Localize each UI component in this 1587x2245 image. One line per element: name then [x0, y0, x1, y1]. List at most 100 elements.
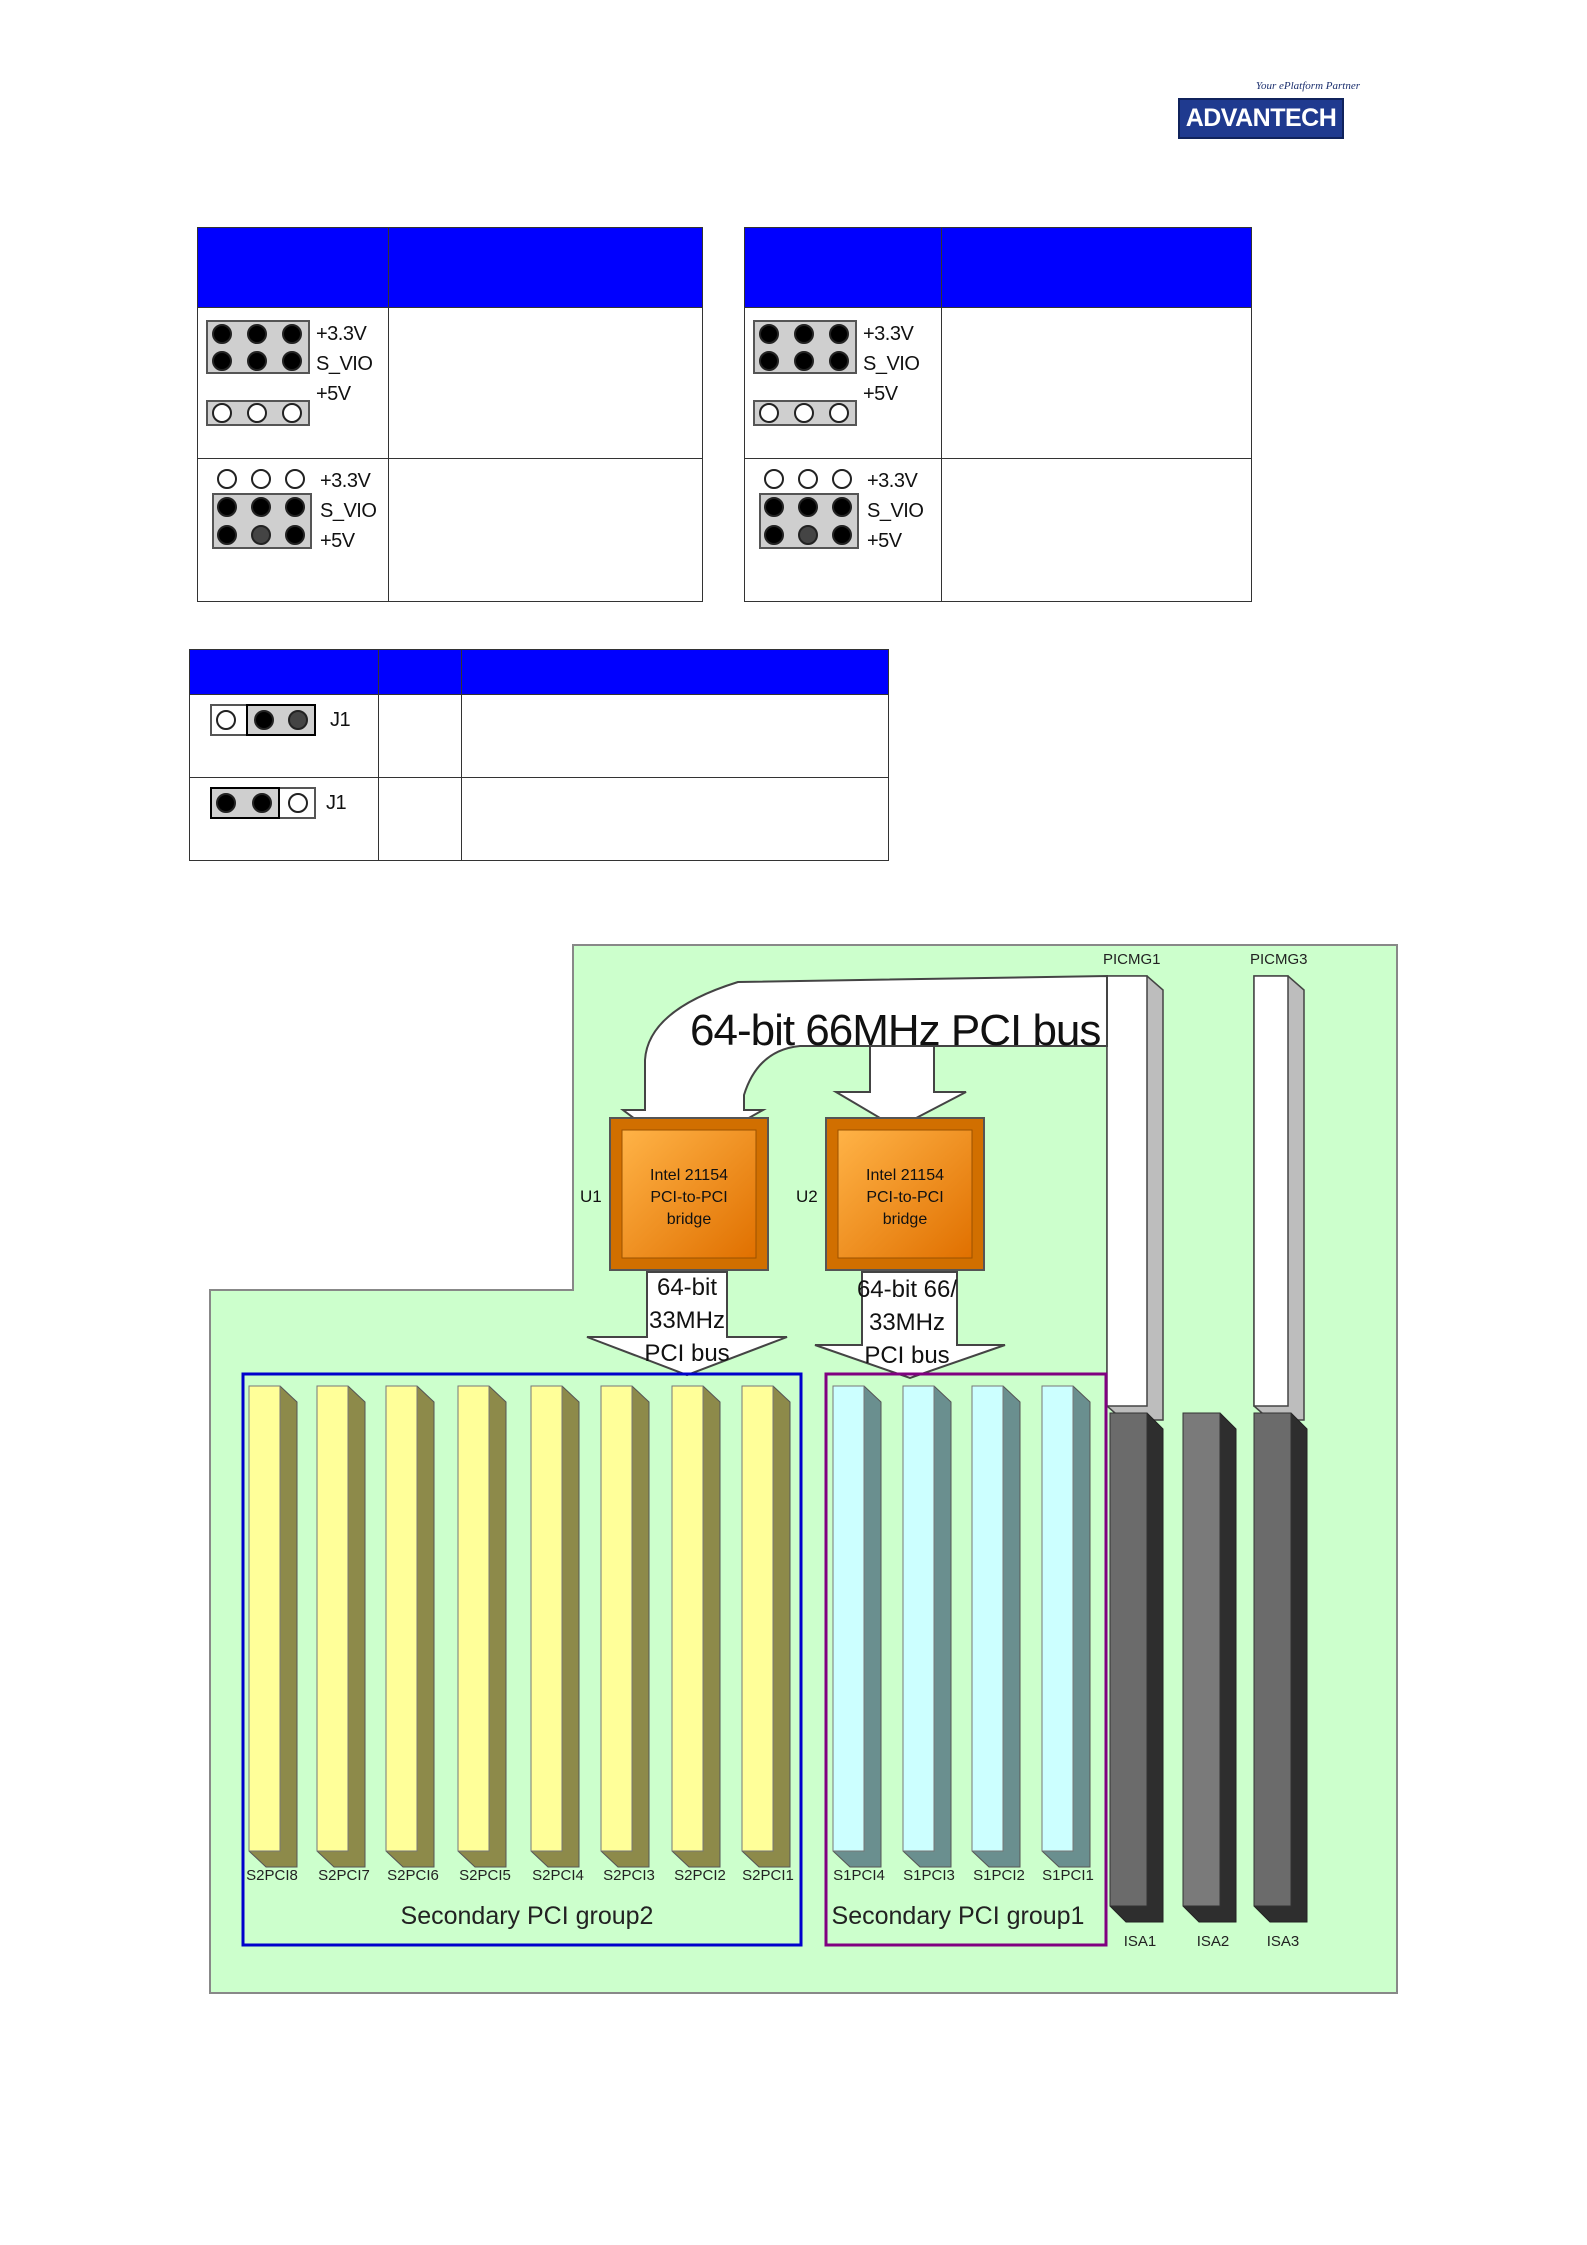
bridge-u1: U1 Intel 21154 PCI-to-PCI bridge — [580, 1117, 769, 1271]
pin — [794, 403, 814, 423]
pin — [288, 710, 308, 730]
bridge-u2-line1: Intel 21154 — [866, 1167, 944, 1184]
pin — [794, 324, 814, 344]
pin — [251, 497, 271, 517]
jumper-3v3-setting: +3.3V S_VIO +5V — [198, 308, 388, 458]
slot-isa3: ISA3 — [1253, 1412, 1308, 1950]
slot-s2pci5-label: S2PCI5 — [459, 1867, 511, 1884]
slot-isa1: ISA1 — [1109, 1412, 1164, 1950]
pin — [282, 403, 302, 423]
pin — [829, 324, 849, 344]
bridge-u2-line2: PCI-to-PCI — [866, 1189, 943, 1206]
backplane-board — [209, 944, 1398, 1994]
pin — [794, 351, 814, 371]
pin — [285, 497, 305, 517]
slot-isa2-label: ISA2 — [1197, 1933, 1230, 1950]
table-header-cell — [744, 227, 942, 308]
label-svio: S_VIO — [863, 353, 920, 375]
jumper-table-b: +3.3V S_VIO +5V +3.3V S_VIO +5V — [744, 227, 1252, 602]
table-header-cell — [461, 649, 889, 695]
secondary-bus-arrow-2: 64-bit 66/ 33MHz PCI bus — [814, 1271, 1006, 1380]
secondary-bus-1-line3: PCI bus — [644, 1340, 729, 1367]
group2-label: Secondary PCI group2 — [401, 1902, 654, 1930]
slot-s2pci8: S2PCI8 — [246, 1385, 298, 1884]
picmg-slot-1: PICMG1 — [1103, 951, 1164, 1421]
label-3v3: +3.3V — [863, 323, 914, 345]
table-header-cell — [197, 227, 389, 308]
bridge-u1-line2: PCI-to-PCI — [650, 1189, 727, 1206]
pin — [282, 351, 302, 371]
jumper-cell: J1 — [189, 694, 379, 778]
group2-frame — [241, 1372, 803, 1947]
pin — [285, 469, 305, 489]
description-cell — [388, 307, 703, 459]
slot-s1pci1: S1PCI1 — [1041, 1385, 1094, 1884]
pin — [251, 469, 271, 489]
pin — [212, 324, 232, 344]
main-bus-title: 64-bit 66MHz PCI bus — [690, 1006, 1100, 1055]
pin — [288, 793, 308, 813]
description-cell — [461, 694, 889, 778]
slot-s1pci3: S1PCI3 — [902, 1385, 955, 1884]
label-3v3: +3.3V — [867, 470, 918, 492]
pin — [247, 403, 267, 423]
picmg-slot-3: PICMG3 — [1250, 951, 1308, 1421]
table-row: J1 — [189, 777, 889, 861]
picmg1-label: PICMG1 — [1103, 951, 1161, 968]
group2-slots: S2PCI8 S2PCI7 S2PCI6 S2PCI5 S2PCI4 S2PCI… — [246, 1385, 794, 1884]
j1-jumper-1-2: J1 — [190, 778, 378, 860]
slot-s2pci2-label: S2PCI2 — [674, 1867, 726, 1884]
pin — [212, 351, 232, 371]
pin — [829, 403, 849, 423]
pin — [759, 351, 779, 371]
bridge-u1-ref: U1 — [580, 1187, 602, 1206]
pin — [247, 351, 267, 371]
j1-label: J1 — [330, 709, 351, 731]
slot-isa2: ISA2 — [1182, 1412, 1237, 1950]
jumper-cell: +3.3V S_VIO +5V — [197, 307, 389, 459]
slot-s2pci1-label: S2PCI1 — [742, 1867, 794, 1884]
slot-s1pci1-label: S1PCI1 — [1042, 1867, 1094, 1884]
secondary-bus-2-line2: 33MHz — [869, 1309, 945, 1336]
logo-tagline: Your ePlatform Partner — [1255, 80, 1360, 92]
pin — [251, 525, 271, 545]
advantech-logo: Your ePlatform Partner ADVANTECH — [1178, 78, 1368, 139]
label-svio: S_VIO — [320, 500, 377, 522]
secondary-bus-1-line2: 33MHz — [649, 1307, 725, 1334]
group1-frame — [824, 1372, 1108, 1947]
jumper-cell: J1 — [189, 777, 379, 861]
isa-slots: ISA1 ISA2 ISA3 — [1109, 1412, 1308, 1950]
group1-label: Secondary PCI group1 — [832, 1902, 1085, 1930]
slot-s2pci7-label: S2PCI7 — [318, 1867, 370, 1884]
description-cell — [461, 777, 889, 861]
jumper-cell: +3.3V S_VIO +5V — [744, 307, 942, 459]
slot-s2pci2: S2PCI2 — [671, 1385, 726, 1884]
label-3v3: +3.3V — [316, 323, 367, 345]
label-5v: +5V — [320, 530, 355, 552]
pin — [759, 403, 779, 423]
jumper-3v3-setting: +3.3V S_VIO +5V — [745, 308, 941, 458]
description-cell — [941, 307, 1252, 459]
pin — [282, 324, 302, 344]
slot-s2pci3-label: S2PCI3 — [603, 1867, 655, 1884]
slot-s2pci8-label: S2PCI8 — [246, 1867, 298, 1884]
jumper-table-a: +3.3V S_VIO +5V +3.3V S_VIO +5V — [197, 227, 703, 602]
pin — [216, 710, 236, 730]
value-cell — [378, 694, 462, 778]
table-header-row — [197, 227, 703, 308]
slot-s2pci5: S2PCI5 — [457, 1385, 511, 1884]
label-5v: +5V — [867, 530, 902, 552]
pin — [216, 793, 236, 813]
picmg3-label: PICMG3 — [1250, 951, 1308, 968]
pin — [764, 525, 784, 545]
table-header-row — [189, 649, 889, 695]
pin — [247, 324, 267, 344]
secondary-bus-1-line1: 64-bit — [657, 1274, 717, 1301]
description-cell — [388, 458, 703, 602]
pin — [798, 497, 818, 517]
pin — [252, 793, 272, 813]
table-header-cell — [388, 227, 703, 308]
secondary-bus-arrow-1: 64-bit 33MHz PCI bus — [586, 1271, 788, 1377]
j1-jumper-2-3: J1 — [190, 695, 378, 777]
table-row: +3.3V S_VIO +5V — [197, 307, 703, 459]
